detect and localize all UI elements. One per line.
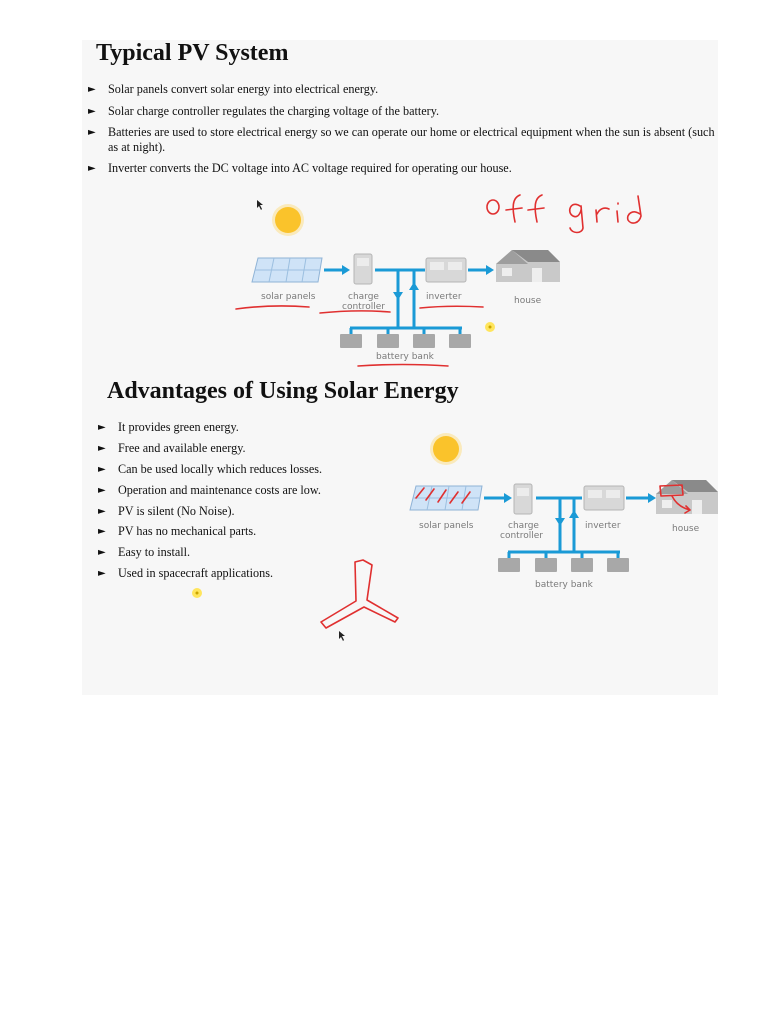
bullet-marker-icon: ► [98, 442, 106, 454]
pv-system-bullet-list: ►Solar panels convert solar energy into … [88, 82, 718, 183]
battery-bank-icon [340, 334, 471, 348]
solar-panel-icon [251, 257, 323, 283]
label-house: house [672, 524, 700, 534]
bullet-marker-icon: ► [98, 505, 106, 517]
arrow-icon [555, 518, 565, 526]
label-charge-controller: charge [508, 521, 539, 531]
label-inverter: inverter [585, 521, 621, 531]
section-title-pv-system: Typical PV System [96, 40, 289, 66]
bullet-item: ►PV has no mechanical parts. [98, 524, 257, 539]
wiring [324, 268, 486, 337]
bullet-marker-icon: ► [88, 163, 96, 174]
advantages-pv-diagram: solar panels charge controller inverter … [409, 433, 718, 590]
label-inverter: inverter [426, 292, 462, 302]
sun-icon [275, 207, 301, 233]
label-battery-bank: battery bank [535, 580, 594, 590]
bullet-marker-icon: ► [88, 84, 96, 95]
bullet-marker-icon: ► [98, 484, 106, 496]
arrow-icon [342, 265, 350, 275]
charge-controller-icon [353, 253, 373, 285]
bullet-marker-icon: ► [98, 526, 106, 538]
bullet-item: ►Used in spacecraft applications. [98, 566, 273, 581]
charge-controller-icon [513, 483, 533, 515]
bullet-item: ►Solar panels convert solar energy into … [88, 82, 379, 96]
solar-panel-icon [409, 485, 483, 511]
bullet-item: ►Easy to install. [98, 545, 191, 560]
wiring [484, 496, 648, 561]
slide-advantages [82, 370, 718, 695]
house-icon [656, 480, 718, 514]
sun-icon [433, 436, 459, 462]
bullet-item: ►Free and available energy. [98, 440, 246, 455]
bullet-item: ►Can be used locally which reduces losse… [98, 461, 323, 476]
label-battery-bank: battery bank [376, 352, 435, 362]
bullet-item: ►PV is silent (No Noise). [98, 503, 235, 518]
arrow-icon [569, 510, 579, 518]
inverter-icon [425, 257, 467, 283]
bullet-item: ►Inverter converts the DC voltage into A… [88, 161, 512, 175]
label-charge-controller-line2: controller [342, 302, 385, 312]
bullet-item: ►Batteries are used to store electrical … [88, 125, 715, 154]
bullet-marker-icon: ► [98, 422, 106, 433]
label-solar-panels: solar panels [419, 521, 474, 531]
arrow-icon [393, 292, 403, 300]
house-icon [496, 250, 560, 282]
advantages-bullet-list: ►It provides green energy. ►Free and ava… [98, 420, 418, 587]
pv-system-diagram: solar panels charge controller inverter … [251, 204, 560, 362]
label-solar-panels: solar panels [261, 292, 316, 302]
inverter-icon [583, 485, 625, 511]
battery-bank-icon [498, 558, 629, 572]
arrow-icon [409, 282, 419, 290]
arrow-icon [486, 265, 494, 275]
slide-typical-pv-system [82, 40, 718, 370]
bullet-item: ►It provides green energy. [98, 420, 239, 434]
label-charge-controller-line2: controller [500, 531, 543, 541]
bullet-marker-icon: ► [98, 568, 106, 580]
bullet-marker-icon: ► [98, 547, 106, 559]
label-charge-controller: charge [348, 292, 379, 302]
bullet-marker-icon: ► [88, 105, 96, 117]
bullet-item: ►Operation and maintenance costs are low… [98, 482, 321, 497]
label-house: house [514, 296, 542, 306]
arrow-icon [648, 493, 656, 503]
section-title-advantages: Advantages of Using Solar Energy [107, 378, 459, 404]
arrow-icon [504, 493, 512, 503]
bullet-marker-icon: ► [88, 127, 96, 138]
bullet-marker-icon: ► [98, 463, 106, 475]
bullet-item: ►Solar charge controller regulates the c… [88, 103, 440, 118]
